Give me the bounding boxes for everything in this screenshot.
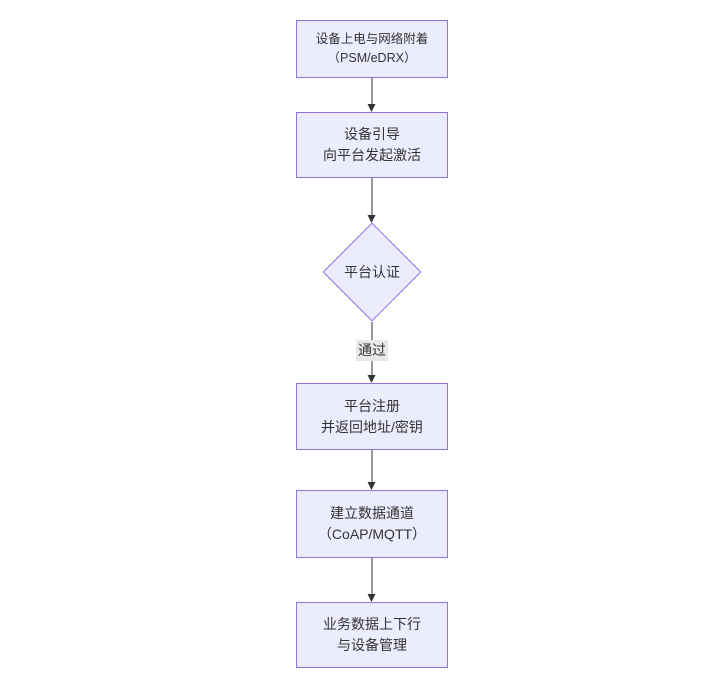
arrow-line <box>371 450 373 485</box>
arrow-head-icon <box>367 375 376 383</box>
node-business-data: 业务数据上下行 与设备管理 <box>296 602 448 668</box>
node-line: 业务数据上下行 <box>323 616 421 632</box>
arrow-line <box>371 558 373 597</box>
arrow-head-icon <box>367 482 376 490</box>
arrow-channel-to-business <box>367 558 377 602</box>
arrow-line <box>371 177 373 218</box>
arrow-register-to-channel <box>367 450 377 490</box>
node-line: （CoAP/MQTT） <box>317 526 427 542</box>
node-line: 并返回地址/密钥 <box>321 418 423 435</box>
arrow-line <box>371 78 373 107</box>
arrow-bootstrap-to-auth <box>367 177 377 223</box>
node-line: 平台注册 <box>344 397 400 414</box>
node-line: 向平台发起激活 <box>323 147 421 163</box>
node-line: 与设备管理 <box>337 637 407 653</box>
arrow-attach-to-bootstrap <box>367 78 377 112</box>
decision-label: 平台认证 <box>344 264 400 280</box>
node-line: 设备上电与网络附着 <box>315 32 429 46</box>
node-line: （PSM/eDRX） <box>327 51 417 65</box>
node-line: 设备引导 <box>344 126 400 142</box>
arrow-head-icon <box>367 594 376 602</box>
node-device-bootstrap: 设备引导 向平台发起激活 <box>296 112 448 178</box>
node-data-channel: 建立数据通道 （CoAP/MQTT） <box>296 490 448 558</box>
decision-platform-auth: 平台认证 <box>322 222 422 322</box>
node-line: 建立数据通道 <box>330 505 414 521</box>
edge-label-pass: 通过 <box>356 340 388 361</box>
arrow-head-icon <box>367 215 376 223</box>
arrow-head-icon <box>367 104 376 112</box>
node-platform-register: 平台注册 并返回地址/密钥 <box>296 383 448 450</box>
node-power-network-attach: 设备上电与网络附着 （PSM/eDRX） <box>296 20 448 78</box>
